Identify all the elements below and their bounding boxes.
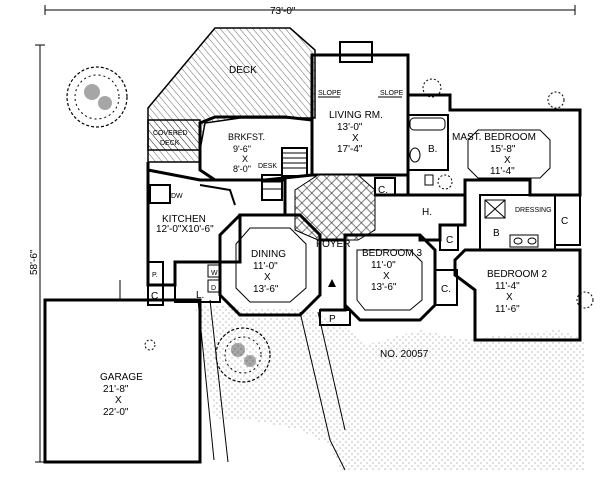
linen-closet <box>374 177 396 196</box>
shrub-icon <box>144 78 594 351</box>
slope-label-right: SLOPE <box>380 90 404 97</box>
width-dimension: 73'-0" <box>44 5 576 17</box>
master-bedroom-label: MAST. BEDROOM <box>452 132 536 143</box>
breakfast-depth: 8'-0" <box>233 164 251 174</box>
kitchen-island <box>199 184 236 206</box>
walkway-edge <box>209 299 229 463</box>
plan-number: NO. 20057 <box>380 349 429 360</box>
living-room-depth: 17'-4" <box>337 144 363 155</box>
garage-width: 21'-8" <box>103 384 129 395</box>
master-bedroom-depth: 11'-4" <box>490 166 515 177</box>
foyer-label: FOYER <box>316 239 350 250</box>
overall-depth-label: 58'-6" <box>29 249 40 275</box>
garage-wall <box>43 298 202 464</box>
bedroom-2-wall <box>453 248 582 342</box>
hall-bath <box>407 114 449 186</box>
hall-wall <box>375 193 467 242</box>
bedroom-3-wall <box>343 233 437 322</box>
bath-label: B. <box>428 144 437 155</box>
bedroom-3-width: 11'-0" <box>371 260 396 271</box>
master-bedroom-width: 15'-8" <box>490 144 516 155</box>
stairs <box>261 147 308 201</box>
bedroom-closet <box>434 269 458 306</box>
dining-ceiling <box>235 227 307 303</box>
coat-closet-label: C <box>151 291 158 302</box>
dining-label: DINING <box>251 249 286 260</box>
pantry-label: P. <box>152 272 158 279</box>
kitchen-counter <box>149 184 171 204</box>
tree-icon <box>66 66 128 128</box>
bedroom-2-x: X <box>506 292 513 303</box>
master-bath-label: B <box>493 228 500 239</box>
foyer-tile <box>294 174 376 241</box>
garage-x: X <box>115 395 122 406</box>
bedroom-closet-label: C. <box>441 284 451 295</box>
depth-dimension: 58'-6" <box>29 44 45 463</box>
deck-label: DECK <box>229 65 257 76</box>
covered-deck-label-2: DECK <box>160 140 180 147</box>
living-room-x: X <box>352 133 359 144</box>
overall-width-label: 73'-0" <box>270 6 296 17</box>
master-bath <box>479 194 581 251</box>
bedroom-2-label: BEDROOM 2 <box>487 269 547 280</box>
fireplace <box>339 41 373 63</box>
garage-label: GARAGE <box>100 372 143 383</box>
master-bedroom-x: X <box>504 155 511 166</box>
covered-deck-label-1: COVERED <box>153 130 188 137</box>
dressing-label: DRESSING <box>515 207 552 214</box>
entry-arrow-icon <box>328 279 336 287</box>
laundry-area <box>147 261 221 306</box>
dishwasher-label: DW <box>171 193 183 200</box>
dining-width: 11'-0" <box>253 261 278 272</box>
breakfast-wall <box>198 115 314 182</box>
kitchen-size: 12'-0"X10'-6" <box>156 224 214 235</box>
master-ceiling <box>467 129 551 179</box>
bedroom-3-x: X <box>383 271 390 282</box>
living-room-label: LIVING RM. <box>329 110 383 121</box>
garage-depth: 22'-0" <box>103 407 129 418</box>
bedroom-3-label: BEDROOM 3 <box>362 248 422 259</box>
hall-label: H. <box>422 207 432 218</box>
porch-label: P <box>329 314 336 325</box>
slope-label-left: SLOPE <box>318 90 342 97</box>
walkway-edge <box>299 311 331 441</box>
master-closet-label: C <box>561 216 568 227</box>
front-porch <box>319 309 351 326</box>
dining-room-wall <box>218 213 322 317</box>
dining-x: X <box>264 272 271 283</box>
washer-label: W <box>211 270 218 277</box>
dryer-label: D <box>211 285 216 292</box>
bedroom-2-width: 11'-4" <box>495 281 520 292</box>
breakfast-label: BRKFST. <box>228 132 265 142</box>
kitchen-label: KITCHEN <box>162 214 206 225</box>
driveway-edge <box>329 439 346 471</box>
living-room-width: 13'-0" <box>337 122 363 133</box>
bedroom-2-depth: 11'-6" <box>495 304 520 315</box>
dining-depth: 13'-6" <box>253 284 279 295</box>
hall-closet <box>439 224 459 251</box>
landscape-area <box>195 305 585 470</box>
hall-closet-label: C <box>446 235 453 246</box>
bedroom-3-ceiling <box>356 249 423 311</box>
closet-label: C. <box>378 185 388 196</box>
breakfast-x: X <box>242 154 248 164</box>
bedroom-3-depth: 13'-6" <box>371 282 397 293</box>
laundry-label: L. <box>196 290 204 301</box>
desk-label: DESK <box>258 163 277 170</box>
foyer-wall <box>320 238 347 312</box>
walkway-edge <box>317 311 346 431</box>
breakfast-width: 9'-6" <box>233 144 251 154</box>
tree-icon <box>215 327 271 383</box>
